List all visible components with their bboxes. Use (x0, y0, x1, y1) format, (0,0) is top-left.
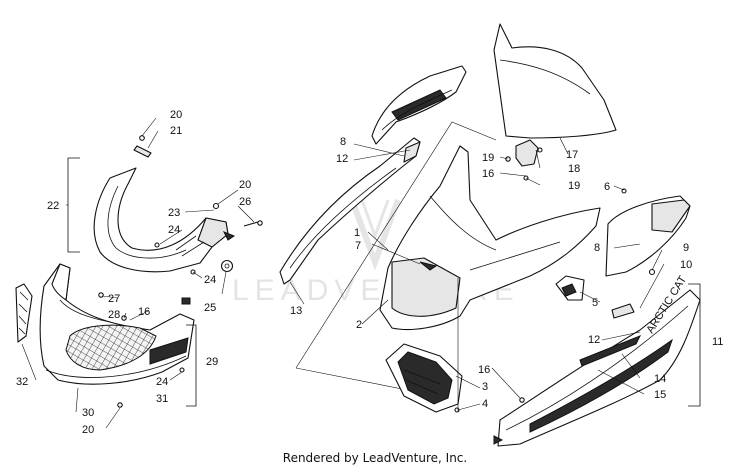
callout-31: 31 (156, 393, 168, 405)
callout-28: 28 (108, 309, 120, 321)
callout-20-b: 20 (239, 179, 251, 191)
callout-24-c: 24 (156, 376, 168, 388)
upper-trim-part (371, 65, 467, 145)
callout-23: 23 (168, 207, 180, 219)
callout-29: 29 (206, 356, 218, 368)
callout-labels: 20 21 22 20 26 23 24 24 25 27 28 16 29 3… (16, 109, 723, 436)
lower-bumper-part (39, 263, 195, 385)
callout-10: 10 (680, 259, 692, 271)
callout-16-b: 16 (478, 364, 490, 376)
leader-lines (21, 117, 665, 429)
callout-27: 27 (108, 293, 120, 305)
callout-30: 30 (82, 407, 94, 419)
callout-20-c: 20 (82, 424, 94, 436)
upper-bumper-part (93, 167, 236, 273)
callout-19-b: 19 (568, 180, 580, 192)
footer-credit: Rendered by LeadVenture, Inc. (282, 451, 468, 465)
callout-24: 24 (168, 224, 180, 236)
callout-8-b: 8 (594, 242, 600, 254)
callout-17: 17 (566, 149, 578, 161)
windshield-part (493, 23, 617, 139)
callout-32: 32 (16, 376, 28, 388)
callout-20: 20 (170, 109, 182, 121)
callout-24-b: 24 (204, 274, 216, 286)
callout-5: 5 (592, 297, 598, 309)
side-panel-part (605, 188, 691, 277)
callout-14: 14 (654, 373, 666, 385)
callout-12: 12 (336, 153, 348, 165)
side-rail-part (279, 137, 421, 285)
headlight-part (385, 343, 463, 413)
group-brackets (66, 157, 701, 407)
hardware-right (519, 397, 525, 403)
callout-1: 1 (354, 227, 360, 239)
callout-8: 8 (340, 136, 346, 148)
callout-6: 6 (604, 181, 610, 193)
callout-19: 19 (482, 152, 494, 164)
watermark-logo (349, 198, 401, 271)
callout-26: 26 (239, 196, 251, 208)
callout-13: 13 (290, 305, 302, 317)
callout-11: 11 (712, 336, 723, 348)
latch-part (555, 275, 585, 301)
callout-16: 16 (138, 306, 150, 318)
side-trim-part (15, 283, 33, 343)
callout-21: 21 (170, 125, 182, 137)
rivet-part (133, 135, 152, 158)
hardware-left (98, 202, 263, 408)
callout-2: 2 (356, 319, 362, 331)
clip-part (611, 303, 635, 319)
callout-16-c: 16 (482, 168, 494, 180)
windshield-bracket-part (505, 139, 543, 181)
callout-12-b: 12 (588, 334, 600, 346)
callout-4: 4 (482, 398, 488, 410)
callout-9: 9 (683, 242, 689, 254)
callout-18: 18 (568, 163, 580, 175)
callout-25: 25 (204, 302, 216, 314)
callout-7: 7 (355, 240, 361, 252)
callout-3: 3 (482, 381, 488, 393)
callout-22: 22 (47, 200, 59, 212)
callout-15: 15 (654, 389, 666, 401)
